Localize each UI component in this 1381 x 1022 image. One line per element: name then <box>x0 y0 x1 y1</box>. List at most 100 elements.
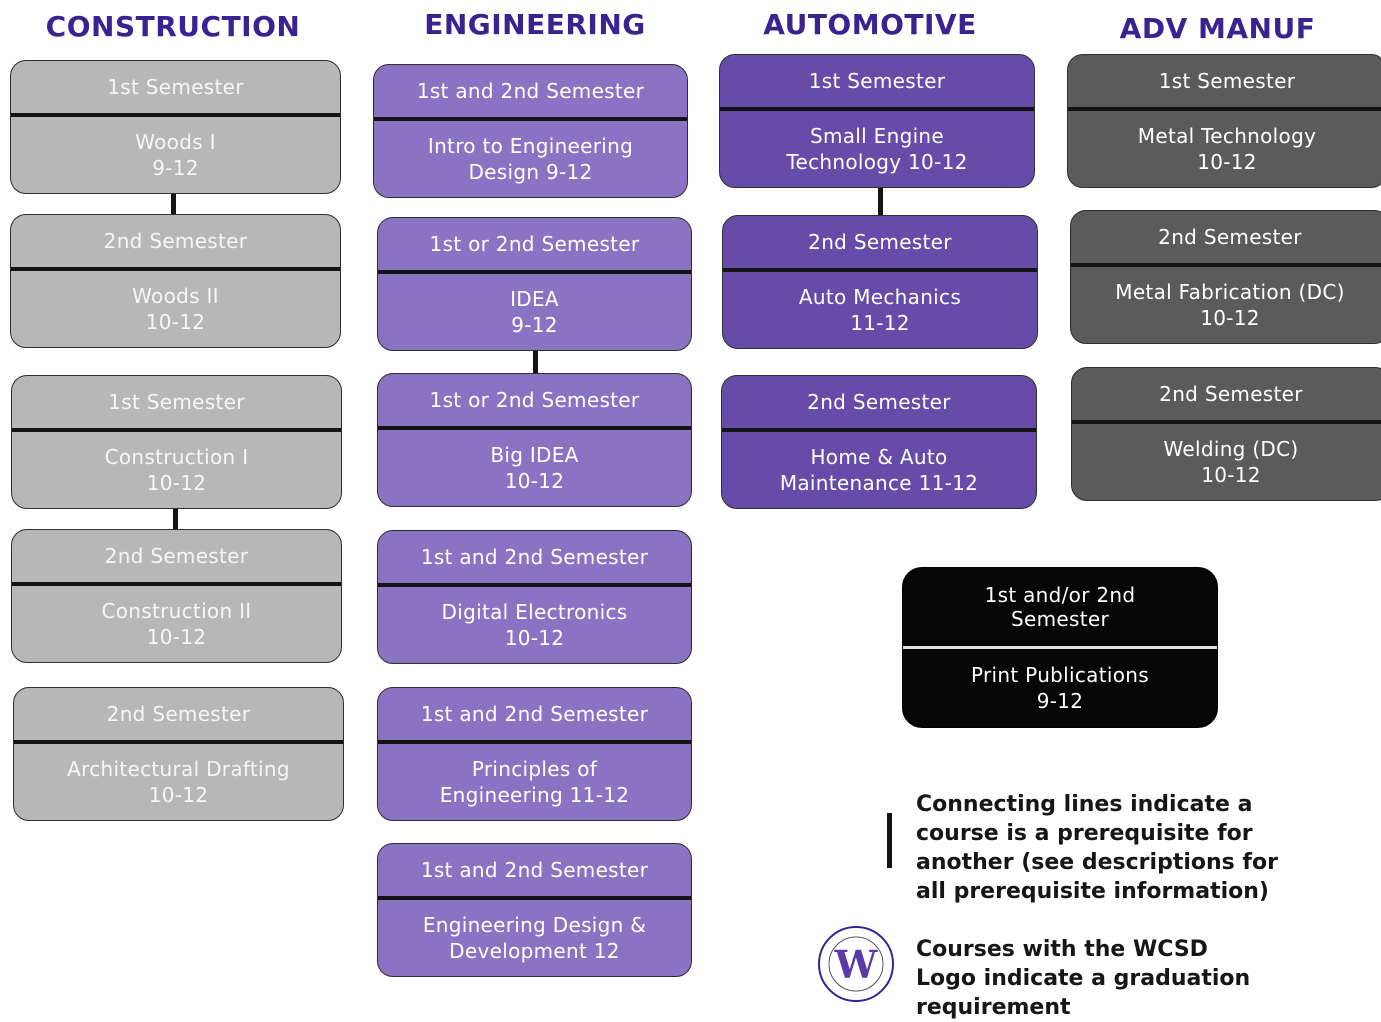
card-semester: 2nd Semester <box>723 216 1037 272</box>
course-line-2: Engineering 11-12 <box>439 783 630 807</box>
course-card-woods-2[interactable]: 2nd Semester Woods II 10-12 <box>10 214 341 348</box>
prerequisite-connector <box>173 509 178 529</box>
course-name: Metal Fabrication (DC) <box>1115 280 1345 304</box>
course-line-2: 10-12 <box>504 469 565 493</box>
course-card-woods-1[interactable]: 1st Semester Woods I 9-12 <box>10 60 341 194</box>
course-grades: 10-12 <box>1201 463 1261 487</box>
card-body: Small Engine Technology 10-12 <box>720 111 1034 187</box>
prerequisite-connector <box>171 194 176 214</box>
card-semester: 1st Semester <box>12 376 341 432</box>
card-body: Digital Electronics 10-12 <box>378 587 691 663</box>
semester-line-2: Semester <box>1011 607 1109 631</box>
card-body: Print Publications 9-12 <box>903 649 1217 727</box>
course-grades: 10-12 <box>1197 150 1257 174</box>
card-semester: 2nd Semester <box>722 376 1036 432</box>
course-line-2: Maintenance 11-12 <box>779 471 979 495</box>
course-name: Welding (DC) <box>1163 437 1299 461</box>
course-grades: 10-12 <box>145 310 206 334</box>
course-card-metal-technology[interactable]: 1st Semester Metal Technology 10-12 <box>1067 54 1381 188</box>
legend-logo-note: Courses with the WCSD Logo indicate a gr… <box>916 937 1251 1020</box>
course-card-intro-engineering-design[interactable]: 1st and 2nd Semester Intro to Engineerin… <box>373 64 688 198</box>
course-line-2: 10-12 <box>504 626 565 650</box>
course-grades: 10-12 <box>1200 306 1260 330</box>
course-name: Woods II <box>132 284 219 308</box>
course-grades: 9-12 <box>1036 689 1084 713</box>
course-card-architectural-drafting[interactable]: 2nd Semester Architectural Drafting 10-1… <box>13 687 344 821</box>
course-grades: 10-12 <box>146 625 207 649</box>
card-semester: 1st and 2nd Semester <box>378 844 691 900</box>
card-body: Construction II 10-12 <box>12 586 341 662</box>
course-card-principles-of-engineering[interactable]: 1st and 2nd Semester Principles of Engin… <box>377 687 692 821</box>
semester-line-1: 1st and/or 2nd <box>984 583 1136 607</box>
prerequisite-connector <box>878 188 883 215</box>
course-line-1: Small Engine <box>809 124 945 148</box>
course-card-construction-2[interactable]: 2nd Semester Construction II 10-12 <box>11 529 342 663</box>
course-card-construction-1[interactable]: 1st Semester Construction I 10-12 <box>11 375 342 509</box>
logo-letter: W <box>834 942 879 987</box>
card-body: Metal Technology 10-12 <box>1068 111 1381 187</box>
course-line-1: Intro to Engineering <box>427 134 634 158</box>
card-semester: 1st or 2nd Semester <box>378 374 691 430</box>
course-line-2: 9-12 <box>511 313 558 337</box>
course-line-1: Big IDEA <box>490 443 579 467</box>
course-line-1: Auto Mechanics <box>798 285 962 309</box>
course-name: Print Publications <box>971 663 1149 687</box>
course-card-metal-fabrication[interactable]: 2nd Semester Metal Fabrication (DC) 10-1… <box>1070 210 1381 344</box>
course-line-1: Digital Electronics <box>441 600 628 624</box>
course-grades: 10-12 <box>146 471 207 495</box>
card-body: Intro to Engineering Design 9-12 <box>374 121 687 197</box>
card-body: Principles of Engineering 11-12 <box>378 744 691 820</box>
legend-connector-sample <box>887 813 892 868</box>
course-card-auto-mechanics[interactable]: 2nd Semester Auto Mechanics 11-12 <box>722 215 1038 349</box>
course-line-2: 11-12 <box>850 311 910 335</box>
card-semester: 2nd Semester <box>12 530 341 586</box>
card-body: Auto Mechanics 11-12 <box>723 272 1037 348</box>
course-line-2: Design 9-12 <box>468 160 593 184</box>
course-line-2: Development 12 <box>449 939 620 963</box>
card-body: IDEA 9-12 <box>378 274 691 350</box>
course-card-small-engine-technology[interactable]: 1st Semester Small Engine Technology 10-… <box>719 54 1035 188</box>
card-body: Welding (DC) 10-12 <box>1072 424 1381 500</box>
column-title-adv-manuf: ADV MANUF <box>1119 12 1316 45</box>
card-body: Architectural Drafting 10-12 <box>14 744 343 820</box>
card-semester: 2nd Semester <box>11 215 340 271</box>
course-name: Metal Technology <box>1137 124 1317 148</box>
course-name: Construction I <box>104 445 249 469</box>
column-title-automotive: AUTOMOTIVE <box>763 8 977 41</box>
card-semester: 1st Semester <box>11 61 340 117</box>
prerequisite-connector <box>533 351 538 373</box>
card-semester: 1st Semester <box>720 55 1034 111</box>
course-line-2: Technology 10-12 <box>786 150 968 174</box>
card-semester: 1st or 2nd Semester <box>378 218 691 274</box>
card-semester: 1st and 2nd Semester <box>378 531 691 587</box>
card-body: Construction I 10-12 <box>12 432 341 508</box>
card-semester: 1st and/or 2nd Semester <box>903 568 1217 649</box>
card-semester: 1st and 2nd Semester <box>374 65 687 121</box>
course-card-digital-electronics[interactable]: 1st and 2nd Semester Digital Electronics… <box>377 530 692 664</box>
card-semester: 1st and 2nd Semester <box>378 688 691 744</box>
course-name: Construction II <box>101 599 252 623</box>
course-grades: 9-12 <box>152 156 199 180</box>
card-body: Woods II 10-12 <box>11 271 340 347</box>
card-body: Home & Auto Maintenance 11-12 <box>722 432 1036 508</box>
course-line-1: Engineering Design & <box>422 913 647 937</box>
course-card-big-idea[interactable]: 1st or 2nd Semester Big IDEA 10-12 <box>377 373 692 507</box>
course-line-1: IDEA <box>510 287 559 311</box>
course-card-print-publications[interactable]: 1st and/or 2nd Semester Print Publicatio… <box>902 567 1218 728</box>
card-body: Big IDEA 10-12 <box>378 430 691 506</box>
course-grades: 10-12 <box>148 783 209 807</box>
legend-connecting-lines: Connecting lines indicate a course is a … <box>916 792 1278 904</box>
card-body: Woods I 9-12 <box>11 117 340 193</box>
card-semester: 1st Semester <box>1068 55 1381 111</box>
course-card-welding[interactable]: 2nd Semester Welding (DC) 10-12 <box>1071 367 1381 501</box>
course-name: Architectural Drafting <box>67 757 290 781</box>
column-title-construction: CONSTRUCTION <box>45 10 301 43</box>
course-card-idea[interactable]: 1st or 2nd Semester IDEA 9-12 <box>377 217 692 351</box>
card-semester: 2nd Semester <box>1072 368 1381 424</box>
course-line-1: Home & Auto <box>810 445 948 469</box>
course-name: Woods I <box>135 130 216 154</box>
course-card-engineering-design-development[interactable]: 1st and 2nd Semester Engineering Design … <box>377 843 692 977</box>
course-card-home-auto-maintenance[interactable]: 2nd Semester Home & Auto Maintenance 11-… <box>721 375 1037 509</box>
card-body: Metal Fabrication (DC) 10-12 <box>1071 267 1381 343</box>
card-body: Engineering Design & Development 12 <box>378 900 691 976</box>
